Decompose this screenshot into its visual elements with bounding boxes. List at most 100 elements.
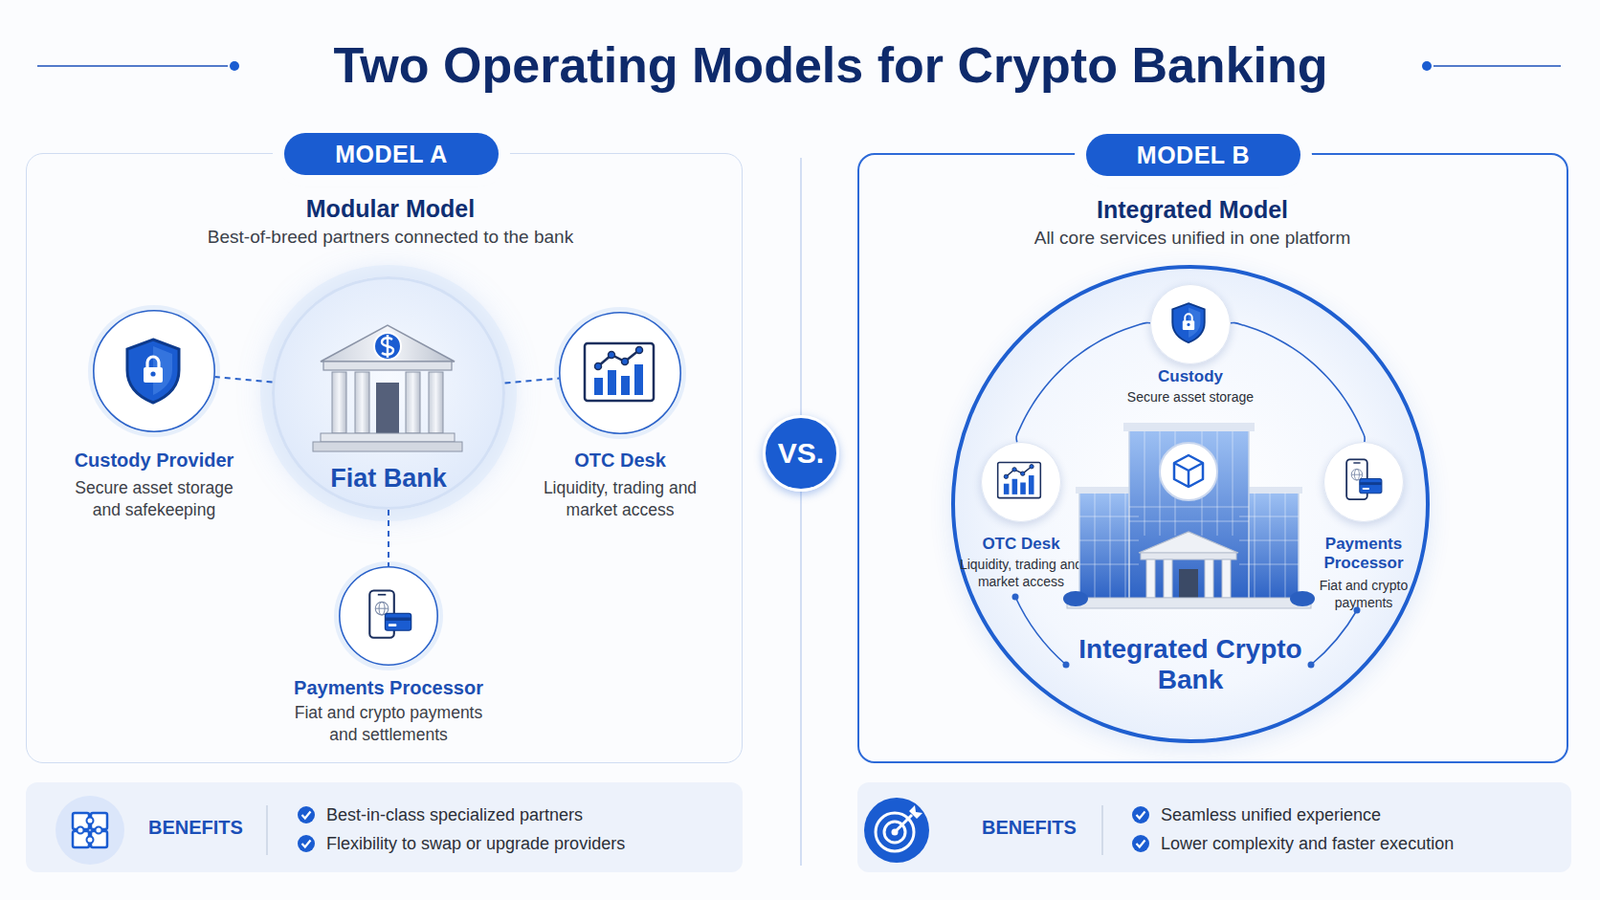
puzzle-icon-part: [72, 813, 89, 830]
chart-icon: [998, 462, 1042, 498]
puzzle-icon-part: [90, 831, 108, 848]
node-description: Liquidity, trading and market access: [958, 555, 1084, 591]
integrated-building-icon-part: [1066, 598, 1312, 609]
target-icon-part: [909, 805, 923, 820]
payment-icon: [1346, 459, 1382, 500]
service-circle: CustodySecure asset storage: [1150, 284, 1231, 365]
circle-shape: [339, 567, 438, 666]
ring-arc-part: [1015, 597, 1067, 666]
node-description: Fiat and crypto payments: [1306, 577, 1422, 612]
ring-arc-part: [1308, 662, 1315, 669]
circle-outline: [338, 566, 439, 667]
integrated-building-icon-part: [1235, 487, 1303, 494]
circle-outline: [558, 311, 682, 435]
ring-arc-part: [1354, 607, 1361, 615]
bank-building-icon-part: [320, 433, 455, 443]
title-rule: [37, 65, 228, 67]
circle-shape: [981, 443, 1062, 523]
bank-building-icon: [312, 325, 463, 452]
service-circle: OTC DeskLiquidity, trading and market ac…: [980, 442, 1062, 523]
node-heading: Custody: [1113, 367, 1267, 387]
circle-outline: [92, 310, 216, 433]
divider-line: [800, 157, 802, 867]
integrated-building-icon-part: [1174, 455, 1203, 488]
circle-outline: [1323, 442, 1404, 523]
circle-shape: [1151, 285, 1231, 365]
model-heading: Integrated Model: [1000, 195, 1384, 224]
integrated-building-icon-part: [1140, 553, 1237, 560]
node-description: Liquidity, trading and market access: [538, 477, 702, 522]
chart-icon: [584, 343, 654, 401]
bank-building-icon-part: [332, 372, 347, 434]
dashed-connector: [215, 377, 273, 383]
model-panel: MODEL AModular ModelBest-of-breed partne…: [25, 153, 743, 764]
target-icon-part: [884, 822, 906, 844]
integrated-building-icon-part: [1289, 591, 1315, 607]
model-panel: MODEL BIntegrated ModelAll core services…: [857, 153, 1569, 764]
payment-icon: [369, 591, 411, 639]
platform-circle: Integrated Crypto BankCustodySecure asse…: [951, 265, 1430, 744]
dashed-connector: [505, 378, 560, 384]
versus-label: VS.: [762, 436, 840, 471]
benefit-item: Best-in-class specialized partners: [326, 804, 729, 826]
check-icon: [297, 835, 315, 853]
integrated-building-icon: [1063, 422, 1315, 609]
check-icon: [297, 806, 315, 824]
puzzle-icon-part: [95, 827, 103, 835]
bank-building-icon-part: [374, 333, 401, 360]
integrated-building-icon-part: [1204, 559, 1214, 599]
dashed-connector: [387, 510, 390, 567]
check-icon: [1132, 835, 1150, 853]
service-circle: Payments ProcessorFiat and crypto paymen…: [1323, 442, 1404, 523]
benefits-band: BENEFITSBest-in-class specialized partne…: [25, 782, 743, 873]
partner-circle: Custody ProviderSecure asset storage and…: [92, 310, 216, 433]
diagram-title: Two Operating Models for Crypto Banking: [256, 34, 1405, 96]
puzzle-icon-part: [55, 796, 125, 866]
title-rule: [1433, 65, 1561, 67]
ring-arc-part: [1311, 610, 1357, 666]
target-icon-part: [875, 813, 914, 852]
partner-circle: OTC DeskLiquidity, trading and market ac…: [558, 311, 682, 435]
node-heading: Custody Provider: [39, 448, 269, 472]
circle-outline: [1150, 284, 1231, 365]
check-icon: [1132, 806, 1150, 824]
integrated-building-icon-part: [1079, 492, 1139, 600]
bank-building-icon-part: [355, 372, 370, 434]
band-divider: [1101, 805, 1104, 856]
bank-building-icon-part: [405, 372, 421, 434]
integrated-building-icon-part: [1178, 569, 1199, 599]
puzzle-icon: [55, 796, 125, 866]
title-dot: [229, 61, 240, 71]
node-heading: Payments Processor: [273, 676, 504, 700]
benefits-heading: BENEFITS: [981, 816, 1116, 840]
integrated-building-icon-part: [1159, 443, 1218, 501]
bank-building-icon-part: [312, 442, 463, 452]
integrated-building-icon-part: [1075, 487, 1143, 494]
node-heading: OTC Desk: [505, 448, 735, 472]
circle-shape: [559, 312, 681, 434]
bank-building-icon-part: [381, 334, 394, 358]
node-heading: Fiat Bank: [271, 463, 506, 494]
integrated-building-icon-part: [1163, 559, 1173, 599]
puzzle-icon-part: [72, 831, 89, 848]
puzzle-icon-part: [87, 818, 94, 825]
integrated-building-icon-part: [1129, 430, 1249, 601]
node-heading: Payments Processor: [1306, 534, 1422, 574]
bank-building-icon-part: [376, 382, 400, 434]
node-description: Secure asset storage: [1104, 388, 1277, 406]
target-icon: [864, 798, 930, 864]
node-heading: OTC Desk: [944, 534, 1098, 555]
target-icon-part: [864, 798, 930, 864]
model-subtitle: All core services unified in one platfor…: [905, 226, 1480, 250]
ring-arc: [1012, 594, 1361, 669]
circle-shape: [1324, 443, 1404, 523]
model-subtitle: Best-of-breed partners connected to the …: [103, 225, 678, 249]
model-heading: Modular Model: [199, 194, 582, 223]
benefit-item: Seamless unified experience: [1160, 804, 1563, 826]
benefits-band: BENEFITSSeamless unified experienceLower…: [857, 782, 1572, 873]
integrated-building-icon-part: [1146, 559, 1156, 599]
integrated-building-icon-part: [1079, 431, 1299, 599]
integrated-building-icon-part: [1239, 492, 1299, 600]
puzzle-icon-part: [77, 827, 85, 835]
